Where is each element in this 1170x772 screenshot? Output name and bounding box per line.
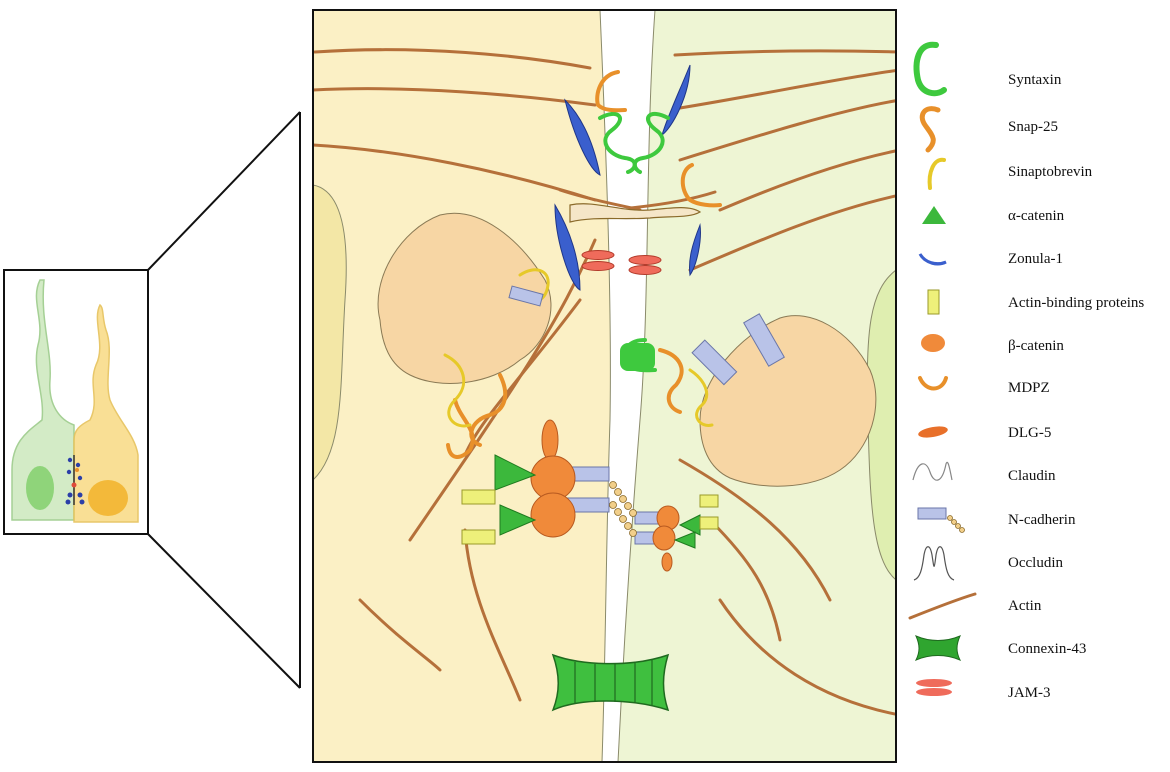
inset-green-nucleus	[26, 466, 54, 510]
snap-25-shapes	[446, 70, 722, 459]
zonula-1-legend-icon	[918, 253, 947, 266]
legend-label-occludin: Occludin	[1008, 555, 1063, 571]
legend-label-n-cadherin: N-cadherin	[1008, 512, 1076, 528]
n-cadherin-legend-icon	[917, 507, 965, 533]
beta-catenin-shapes	[530, 419, 680, 572]
legend-label-zonula-1: Zonula-1	[1008, 251, 1063, 267]
legend-label-claudin: Claudin	[1008, 468, 1056, 484]
legend-label-connexin-43: Connexin-43	[1008, 641, 1086, 657]
actin-binding-legend-icon	[927, 289, 940, 315]
actin-binding-shapes	[461, 489, 719, 545]
legend-label-syntaxin: Syntaxin	[1008, 72, 1062, 88]
inset-yellow-cell	[73, 303, 139, 523]
occludin-legend-icon	[913, 546, 955, 581]
syntaxin-legend-icon	[913, 41, 947, 97]
claudin-legend-icon	[912, 461, 953, 481]
actin-filaments	[313, 48, 896, 716]
tight-junction-strand	[569, 203, 702, 223]
snap-25-legend-icon	[919, 106, 941, 153]
alpha-catenin-legend-icon	[922, 206, 946, 224]
legend-label-sinaptobrevin: Sinaptobrevin	[1008, 164, 1093, 180]
inset-yellow-nucleus	[88, 480, 128, 516]
connexin-43-legend-icon	[914, 635, 962, 661]
legend-label-actin-binding: Actin-binding proteins	[1008, 295, 1144, 311]
bead-chains	[609, 481, 637, 537]
alpha-catenin-shapes	[494, 454, 701, 549]
legend-label-mdpz: MDPZ	[1008, 380, 1050, 396]
connexin-43-channel	[551, 653, 670, 712]
legend-label-actin: Actin	[1008, 598, 1042, 614]
inset-panel	[3, 269, 149, 535]
legend-label-beta-catenin: β-catenin	[1008, 338, 1064, 354]
beta-catenin-legend-icon	[921, 334, 945, 352]
legend-label-dlg-5: DLG-5	[1008, 425, 1051, 441]
inset-green-cell	[11, 279, 75, 521]
left-nucleus	[377, 212, 552, 384]
zoom-line-bottom	[147, 533, 301, 689]
mdpz-legend-icon	[918, 376, 948, 391]
legend-label-alpha-catenin: α-catenin	[1008, 208, 1065, 224]
legend: Syntaxin Snap-25 Sinaptobrevin α-catenin…	[908, 41, 1144, 701]
actin-legend-icon	[908, 592, 977, 620]
sinaptobrevin-legend-icon	[927, 157, 946, 190]
main-panel	[312, 9, 897, 763]
dlg-5-legend-icon	[918, 426, 948, 438]
legend-label-jam-3: JAM-3	[1008, 685, 1051, 701]
legend-label-snap-25: Snap-25	[1008, 119, 1058, 135]
zoom-line-top	[147, 111, 301, 271]
n-cadherin-shapes	[508, 285, 785, 545]
jam-3-shapes	[581, 250, 662, 275]
jam-3-legend-icon	[916, 679, 952, 696]
